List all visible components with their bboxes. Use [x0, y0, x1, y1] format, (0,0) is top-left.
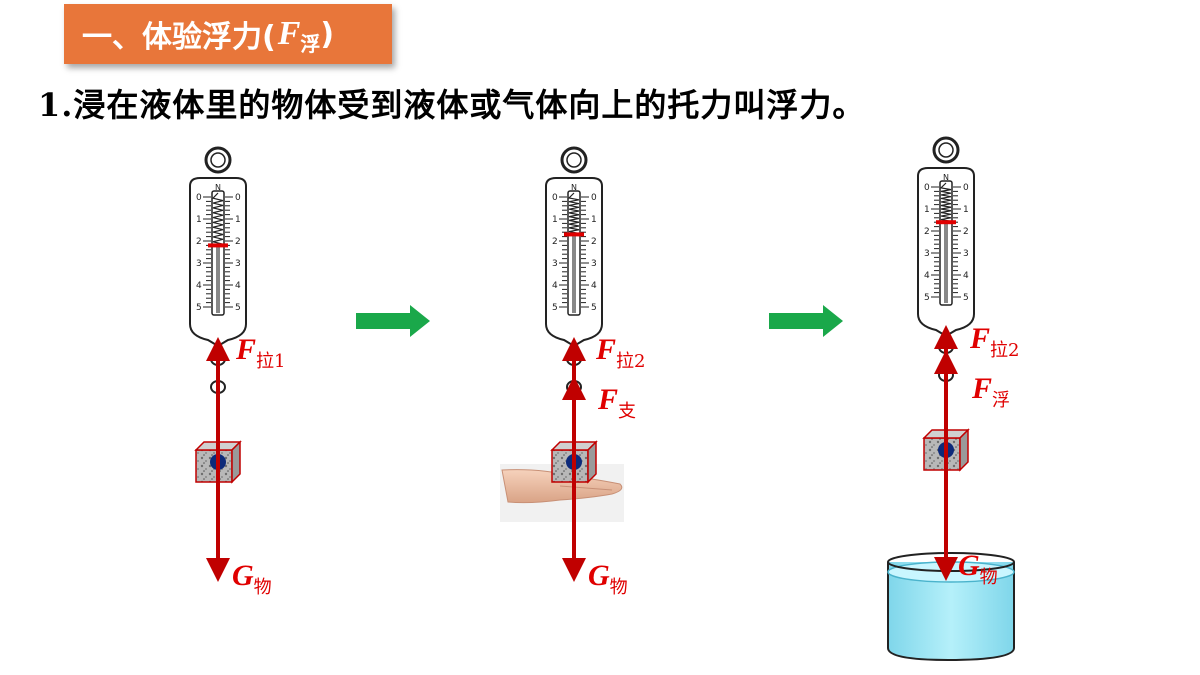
force-subscript: 物 — [980, 567, 998, 588]
tick-label-left: 4 — [924, 271, 930, 281]
tick-label-right: 1 — [235, 215, 241, 225]
green-arrow-icon — [769, 305, 843, 337]
tick-label-left: 0 — [924, 183, 930, 193]
force-label: F浮 — [971, 372, 1010, 411]
tick-label-right: 3 — [963, 249, 969, 259]
hook-ring — [204, 146, 232, 174]
force-subscript: 拉2 — [990, 340, 1019, 361]
force-subscript: 物 — [610, 577, 628, 598]
tick-label-left: 5 — [196, 303, 202, 313]
force-label: F拉1 — [235, 333, 285, 372]
hook-ring-inner — [566, 152, 582, 168]
tick-label-left: 0 — [196, 193, 202, 203]
tick-label-left: 5 — [924, 293, 930, 303]
block-side — [231, 440, 241, 484]
force-label: G物 — [958, 549, 998, 588]
block-side — [959, 428, 969, 472]
tick-label-right: 5 — [591, 303, 597, 313]
tick-label-right: 5 — [963, 293, 969, 303]
hook-ring — [932, 136, 960, 164]
tick-label-right: 2 — [963, 227, 969, 237]
tick-label-left: 4 — [552, 281, 558, 291]
tick-label-left: 3 — [924, 249, 930, 259]
force-symbol: G — [232, 559, 254, 592]
force-label: G物 — [232, 559, 272, 598]
tick-label-left: 2 — [552, 237, 558, 247]
tick-label-right: 3 — [235, 259, 241, 269]
tick-label-right: 0 — [591, 193, 597, 203]
spring-coil — [567, 192, 580, 235]
force-symbol: F — [597, 383, 618, 416]
tick-label-right: 0 — [235, 193, 241, 203]
force-label: F拉2 — [595, 333, 645, 372]
scale-unit: N — [571, 183, 577, 192]
force-label: F拉2 — [969, 322, 1019, 361]
tick-label-right: 1 — [963, 205, 969, 215]
hook-ring-inner — [938, 142, 954, 158]
force-symbol: F — [971, 372, 992, 405]
force-symbol: F — [595, 333, 616, 366]
scale-rod — [572, 234, 576, 313]
scale-pointer — [208, 243, 228, 248]
tick-label-left: 2 — [924, 227, 930, 237]
scale-rod — [216, 245, 220, 313]
tick-label-right: 4 — [235, 281, 241, 291]
force-label: F支 — [597, 383, 636, 422]
tick-label-left: 0 — [552, 193, 558, 203]
block-side — [587, 440, 597, 484]
tick-label-left: 4 — [196, 281, 202, 291]
spring-coil — [211, 192, 224, 246]
scale-unit: N — [943, 173, 949, 182]
tick-label-right: 5 — [235, 303, 241, 313]
force-subscript: 支 — [618, 401, 636, 422]
tick-label-left: 2 — [196, 237, 202, 247]
scale-rod — [944, 222, 948, 303]
force-symbol: F — [969, 322, 990, 355]
tick-label-right: 4 — [591, 281, 597, 291]
tick-label-right: 3 — [591, 259, 597, 269]
force-subscript: 物 — [254, 577, 272, 598]
tick-label-left: 1 — [552, 215, 558, 225]
force-subscript: 浮 — [992, 390, 1010, 411]
tick-label-right: 4 — [963, 271, 969, 281]
green-arrow-icon — [356, 305, 430, 337]
scale-pointer — [936, 220, 956, 225]
definition-text: 1.浸在液体里的物体受到液体或气体向上的托力叫浮力。 — [38, 86, 866, 124]
tick-label-right: 0 — [963, 183, 969, 193]
force-symbol: F — [235, 333, 256, 366]
force-subscript: 拉2 — [616, 351, 645, 372]
scale-pointer — [564, 232, 584, 237]
title-subscript: 浮 — [300, 31, 321, 56]
tick-label-right: 2 — [591, 237, 597, 247]
title-suffix: ) — [320, 16, 335, 52]
tick-label-right: 1 — [591, 215, 597, 225]
hook-ring-inner — [210, 152, 226, 168]
force-symbol: G — [588, 559, 610, 592]
force-label: G物 — [588, 559, 628, 598]
title-symbol: F — [277, 15, 301, 52]
tick-label-right: 2 — [235, 237, 241, 247]
spring-coil — [939, 182, 952, 223]
tick-label-left: 5 — [552, 303, 558, 313]
title-prefix: 一、体验浮力( — [82, 20, 276, 55]
hand-icon — [500, 464, 624, 522]
hook-ring — [560, 146, 588, 174]
tick-label-left: 1 — [924, 205, 930, 215]
tick-label-left: 1 — [196, 215, 202, 225]
tick-label-left: 3 — [552, 259, 558, 269]
force-subscript: 拉1 — [256, 351, 285, 372]
force-symbol: G — [958, 549, 980, 582]
tick-label-left: 3 — [196, 259, 202, 269]
scale-unit: N — [215, 183, 221, 192]
